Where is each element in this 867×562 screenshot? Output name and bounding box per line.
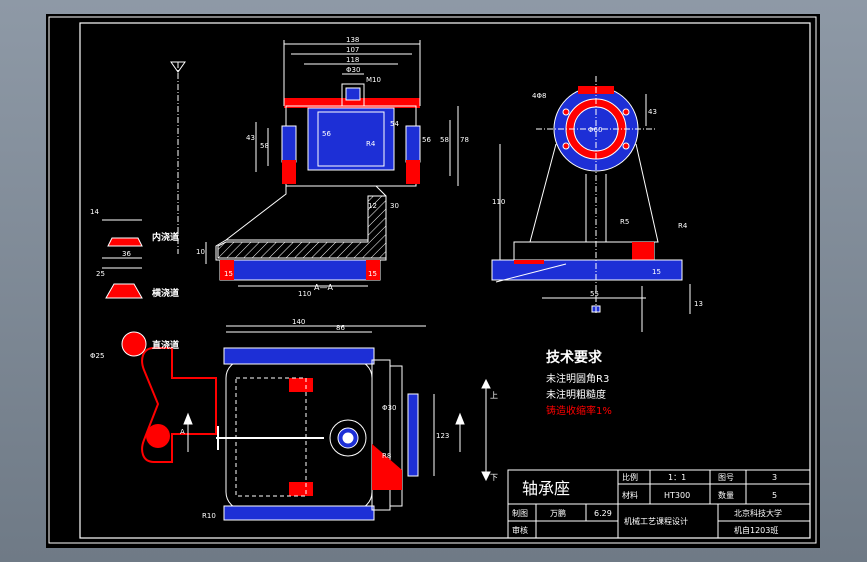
title-block xyxy=(507,469,811,539)
dim-text: 43 xyxy=(648,108,657,116)
dim-text: R8 xyxy=(382,452,391,460)
side-view xyxy=(491,76,691,332)
school-name: 北京科技大学 xyxy=(734,508,782,518)
dim-text: 30 xyxy=(390,202,399,210)
dim-text: 12 xyxy=(368,202,377,210)
inner-border xyxy=(79,22,811,539)
top-view xyxy=(141,325,491,521)
tech-line-3: 铸造收缩率1% xyxy=(546,404,612,417)
material-label: 材料 xyxy=(622,490,638,500)
drawing-no-value: 3 xyxy=(772,473,777,482)
drawing-sheet: A—A A 上 下 内浇道 横浇道 直浇道 技术要求 未注明圆角R3 未注明粗糙… xyxy=(46,14,820,548)
dim-text: 36 xyxy=(122,250,131,258)
dim-text: 118 xyxy=(346,56,359,64)
checked-label: 审核 xyxy=(512,525,528,535)
dim-text: 140 xyxy=(292,318,305,326)
dim-text: R4 xyxy=(366,140,376,148)
dim-text: 55 xyxy=(590,290,599,298)
class-name: 机自1203班 xyxy=(734,525,778,535)
dim-text: R5 xyxy=(620,218,629,226)
drawing-canvas: A—A A 上 下 内浇道 横浇道 直浇道 技术要求 未注明圆角R3 未注明粗糙… xyxy=(48,16,817,544)
dim-text: 110 xyxy=(298,290,311,298)
side-arrow-bottom: 下 xyxy=(490,473,498,482)
dim-text: 123 xyxy=(436,432,449,440)
dim-text: 43 xyxy=(246,134,255,142)
dim-text: 110 xyxy=(492,198,505,206)
view-arrow-letter: A xyxy=(180,428,185,436)
dim-text: 54 xyxy=(390,120,399,128)
front-view xyxy=(170,40,459,287)
tech-line-2: 未注明粗糙度 xyxy=(546,388,606,401)
dim-text: 78 xyxy=(460,136,469,144)
core-front xyxy=(307,107,395,171)
dim-text: 58 xyxy=(260,142,269,150)
dim-text: M10 xyxy=(366,76,381,84)
dim-text: 25 xyxy=(96,270,105,278)
gate-label-runner: 横浇道 xyxy=(152,287,179,299)
drawn-label: 制图 xyxy=(512,508,528,518)
outer-border xyxy=(48,16,817,544)
gate-sections xyxy=(102,219,147,357)
base-core-front xyxy=(219,259,381,281)
chill-top xyxy=(284,98,420,108)
gate-label-sprue: 直浇道 xyxy=(152,339,179,351)
dim-text: 56 xyxy=(422,136,431,144)
dim-text: Φ60 xyxy=(588,126,602,134)
dim-text: 15 xyxy=(368,270,377,278)
sprue-top xyxy=(146,424,170,448)
tech-line-1: 未注明圆角R3 xyxy=(546,372,609,385)
side-arrow-top: 上 xyxy=(490,391,498,400)
dim-text: R10 xyxy=(202,512,216,520)
dim-text: 86 xyxy=(336,324,345,332)
course-name: 机械工艺课程设计 xyxy=(624,516,688,526)
material-value: HT300 xyxy=(664,491,690,500)
dim-text: 56 xyxy=(322,130,331,138)
dim-text: Φ25 xyxy=(90,352,104,360)
base-core-side xyxy=(491,259,683,281)
dim-text: 10 xyxy=(196,248,205,256)
drawn-name: 万鹏 xyxy=(550,508,566,518)
dim-text: 107 xyxy=(346,46,359,54)
dim-text: Φ30 xyxy=(346,66,360,74)
scale-value: 1：1 xyxy=(668,473,686,482)
dim-text: 14 xyxy=(90,208,99,216)
dim-text: 13 xyxy=(694,300,703,308)
quantity-label: 数量 xyxy=(718,490,734,500)
dim-text: R4 xyxy=(678,222,688,230)
drawing-no-label: 图号 xyxy=(718,473,734,482)
part-title: 轴承座 xyxy=(522,479,570,498)
section-label: A—A xyxy=(314,283,333,292)
drawing-text: A—A A 上 下 内浇道 横浇道 直浇道 技术要求 未注明圆角R3 未注明粗糙… xyxy=(90,36,782,535)
dim-text: 15 xyxy=(652,268,661,276)
tech-heading: 技术要求 xyxy=(546,349,603,366)
dim-text: 138 xyxy=(346,36,359,44)
dim-text: Φ30 xyxy=(382,404,396,412)
dim-text: 15 xyxy=(224,270,233,278)
gate-label-inner: 内浇道 xyxy=(152,231,179,243)
drawn-date: 6.29 xyxy=(594,509,612,518)
quantity-value: 5 xyxy=(772,491,777,500)
dim-text: 4Φ8 xyxy=(532,92,546,100)
scale-label: 比例 xyxy=(622,472,638,482)
dim-text: 58 xyxy=(440,136,449,144)
